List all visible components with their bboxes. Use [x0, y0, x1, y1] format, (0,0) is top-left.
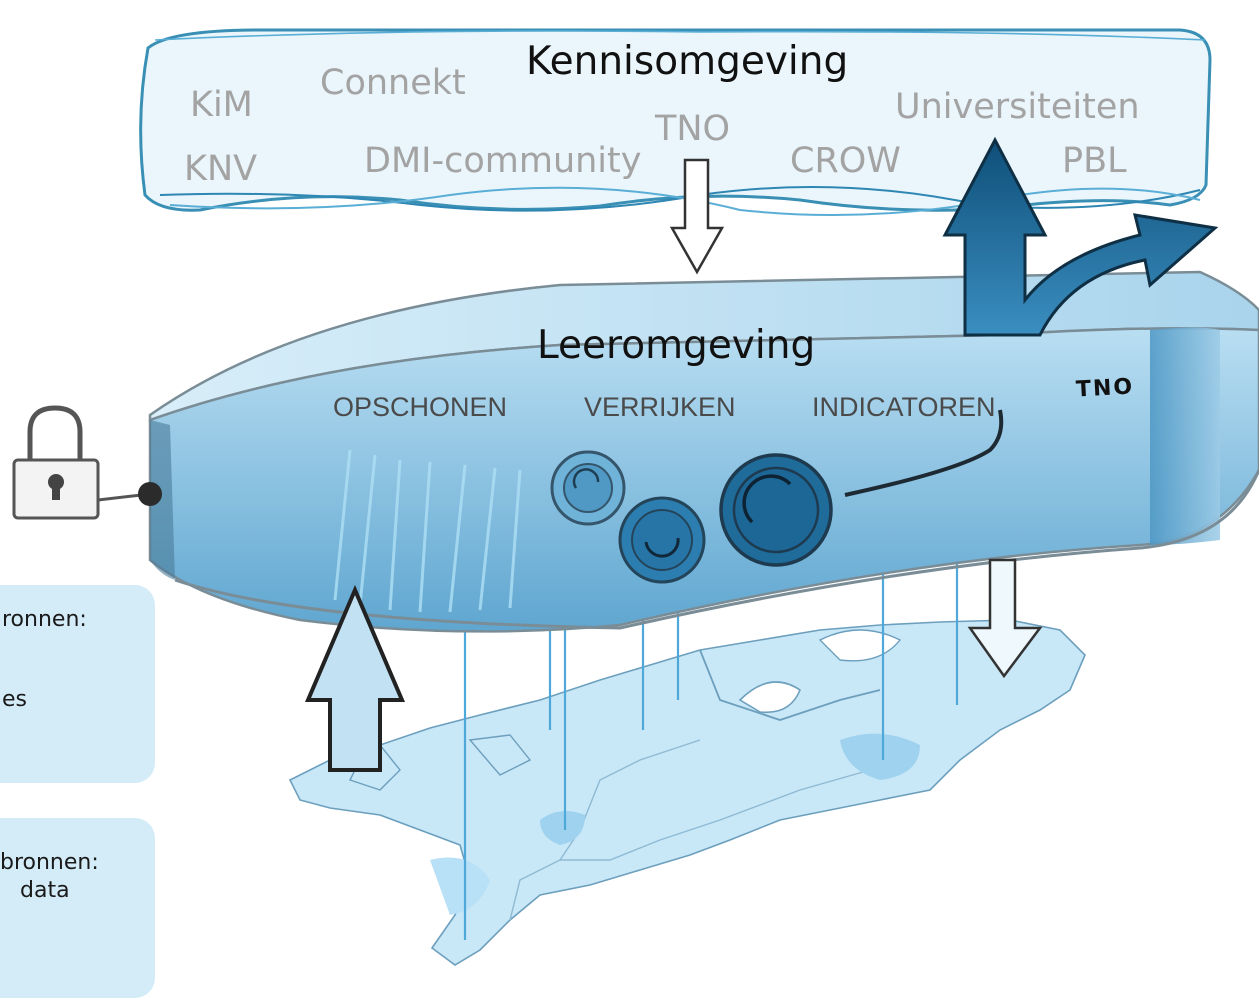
source-box-label: data [20, 878, 70, 903]
lock-joint [138, 482, 162, 506]
gear-icon [719, 453, 833, 567]
up-arrow-icon [304, 584, 406, 772]
knowledge-cloud [139, 28, 1212, 216]
process-step-label: OPSCHONEN [333, 392, 508, 422]
down-arrow-icon [669, 158, 725, 275]
partner-label: KiM [190, 85, 253, 125]
source-box-label: es [2, 687, 27, 712]
lock-icon [12, 405, 100, 520]
tno-logo: TNO [1075, 374, 1135, 403]
partner-label: KNV [184, 149, 258, 189]
gear-icon [618, 496, 706, 584]
output-line [844, 409, 1004, 497]
source-box: bronnen: data [0, 818, 155, 998]
process-step-label: VERRIJKEN [584, 392, 736, 422]
split-arrow-icon [942, 136, 1219, 337]
source-box: ronnen: es [0, 585, 155, 783]
netherlands-map [288, 619, 1086, 966]
partner-label: Connekt [320, 63, 466, 103]
partner-label: PBL [1062, 141, 1127, 181]
partner-label: DMI-community [364, 141, 642, 181]
learning-environment-title: Leeromgeving [537, 323, 816, 368]
source-box-label: ronnen: [2, 607, 87, 632]
partner-label: CROW [790, 141, 901, 181]
process-step-label: INDICATOREN [812, 392, 996, 422]
source-box-label: bronnen: [0, 850, 99, 875]
partner-label: Universiteiten [895, 87, 1140, 127]
down-arrow-icon [967, 558, 1043, 679]
knowledge-environment-title: Kennisomgeving [526, 39, 849, 84]
partner-label: TNO [655, 109, 731, 149]
gear-icon [550, 450, 626, 526]
diagram-canvas [12, 28, 1259, 966]
